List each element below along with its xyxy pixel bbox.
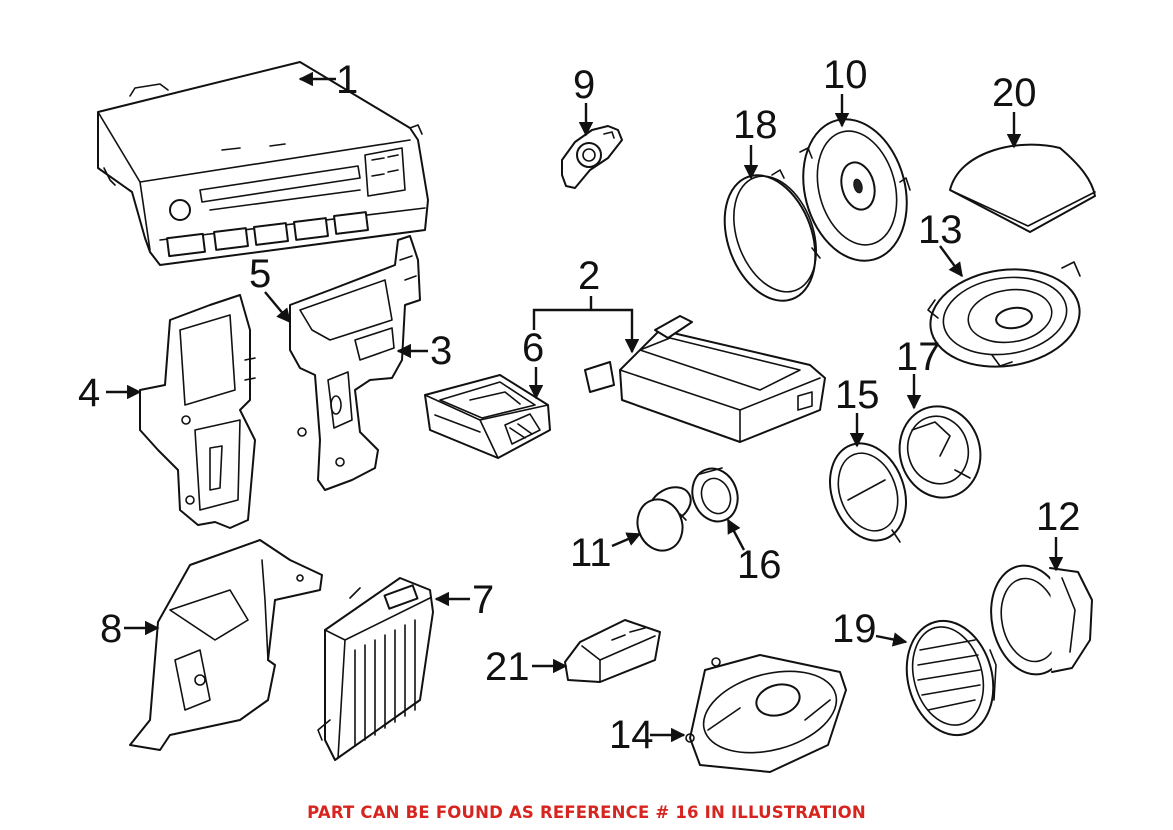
callout-number-15: 15 bbox=[835, 373, 880, 417]
callout-number-9: 9 bbox=[573, 63, 595, 107]
callout-2: 2 bbox=[532, 254, 640, 354]
callout-number-8: 8 bbox=[100, 607, 122, 651]
callout-19: 19 bbox=[832, 607, 908, 651]
module-2 bbox=[584, 315, 826, 443]
callout-6: 6 bbox=[522, 326, 544, 400]
callout-number-13: 13 bbox=[918, 208, 963, 252]
callout-11: 11 bbox=[570, 531, 642, 575]
callout-number-16: 16 bbox=[737, 543, 782, 587]
ring-17 bbox=[898, 405, 982, 499]
callout-5: 5 bbox=[249, 252, 291, 324]
callout-number-1: 1 bbox=[336, 58, 358, 102]
callout-9: 9 bbox=[573, 63, 595, 137]
callout-4: 4 bbox=[78, 371, 142, 415]
callout-number-7: 7 bbox=[472, 578, 494, 622]
sensor-21 bbox=[564, 619, 661, 683]
callout-number-19: 19 bbox=[832, 607, 877, 651]
callout-12: 12 bbox=[1036, 495, 1081, 572]
callout-7: 7 bbox=[434, 578, 494, 622]
bracket-4 bbox=[139, 294, 256, 529]
callout-number-4: 4 bbox=[78, 371, 100, 415]
speaker-13 bbox=[927, 261, 1081, 368]
callout-1: 1 bbox=[298, 58, 358, 102]
reference-note: PART CAN BE FOUND AS REFERENCE # 16 IN I… bbox=[307, 803, 866, 822]
callout-13: 13 bbox=[918, 208, 963, 278]
callout-14: 14 bbox=[609, 713, 686, 757]
callout-number-5: 5 bbox=[249, 252, 271, 296]
amplifier-6 bbox=[424, 374, 551, 459]
bracket-3-5 bbox=[289, 235, 421, 491]
cover-20 bbox=[949, 143, 1096, 233]
callout-16: 16 bbox=[726, 518, 782, 587]
callout-17: 17 bbox=[896, 335, 941, 410]
amplifier-7 bbox=[317, 577, 434, 761]
ring-15 bbox=[829, 442, 907, 543]
callout-number-21: 21 bbox=[485, 645, 530, 689]
callout-number-11: 11 bbox=[570, 531, 612, 575]
callout-number-17: 17 bbox=[896, 335, 941, 379]
callout-number-14: 14 bbox=[609, 713, 654, 757]
bracket-8 bbox=[129, 539, 323, 751]
ring-16 bbox=[691, 467, 739, 523]
callout-number-2: 2 bbox=[578, 254, 600, 298]
callout-20: 20 bbox=[992, 71, 1037, 149]
callout-number-10: 10 bbox=[823, 53, 868, 97]
radio-head-unit bbox=[97, 61, 429, 266]
clip-part bbox=[561, 125, 623, 189]
callout-number-18: 18 bbox=[733, 103, 778, 147]
callout-number-20: 20 bbox=[992, 71, 1037, 115]
grille-19 bbox=[905, 619, 997, 737]
tweeter-11 bbox=[636, 486, 692, 552]
callout-8: 8 bbox=[100, 607, 160, 651]
callout-15: 15 bbox=[835, 373, 880, 448]
speaker-12 bbox=[990, 564, 1093, 676]
callout-10: 10 bbox=[823, 53, 868, 128]
callout-21: 21 bbox=[485, 645, 568, 689]
callout-18: 18 bbox=[733, 103, 778, 180]
speaker-14 bbox=[685, 654, 847, 773]
callout-number-6: 6 bbox=[522, 326, 544, 370]
callout-3: 3 bbox=[396, 329, 452, 373]
callout-number-3: 3 bbox=[430, 329, 452, 373]
callout-number-12: 12 bbox=[1036, 495, 1081, 539]
